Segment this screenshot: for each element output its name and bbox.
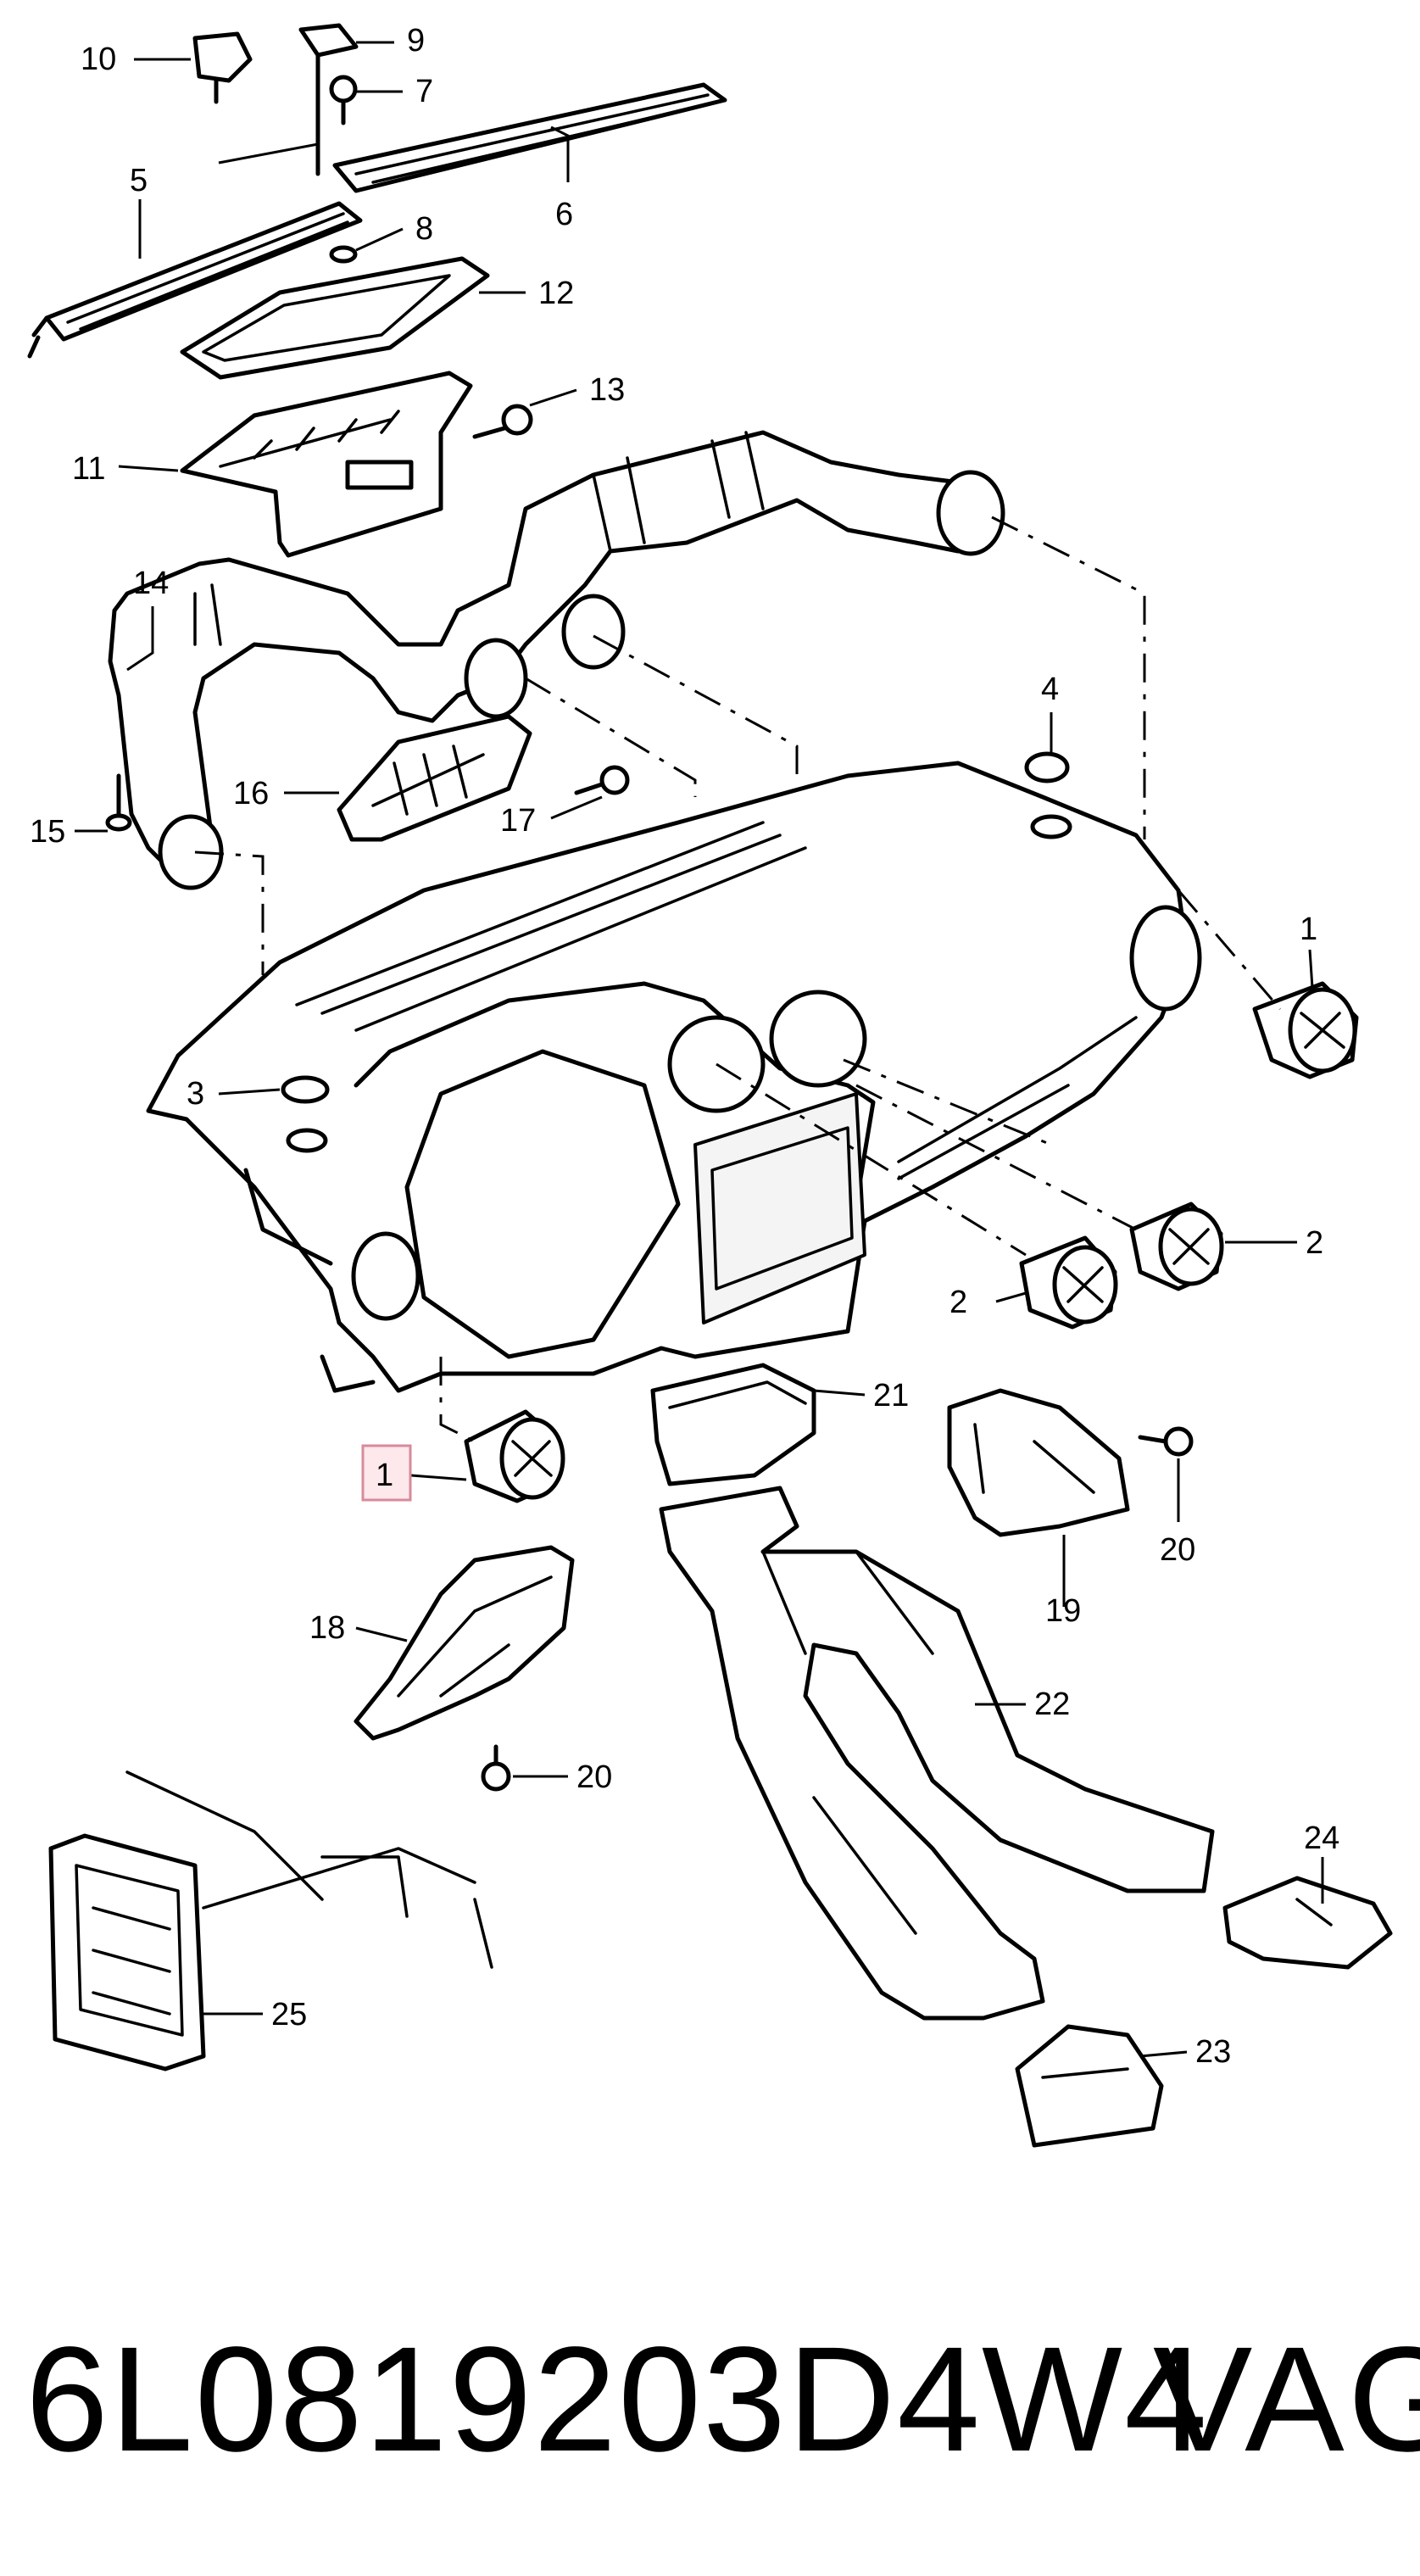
callout-1-highlighted: 1 [376, 1458, 393, 1493]
screw-part-7 [329, 75, 358, 125]
callout-16: 16 [233, 776, 269, 811]
callout-1-highlight-box [361, 1444, 412, 1502]
plug-part-4 [1024, 751, 1072, 839]
callout-2-left: 2 [949, 1285, 967, 1320]
round-vent-part-2-left [1019, 1235, 1118, 1330]
exploded-parts-diagram: 10 9 7 6 5 8 12 13 11 14 4 16 17 15 1 3 … [27, 23, 1393, 2148]
callout-8: 8 [415, 211, 433, 247]
side-vent-part-16 [337, 714, 532, 842]
callout-9: 9 [407, 23, 425, 59]
plug-part-3 [281, 1075, 330, 1153]
callout-22: 22 [1034, 1687, 1070, 1722]
callout-6: 6 [555, 197, 573, 232]
callout-17: 17 [500, 803, 536, 839]
callout-24: 24 [1304, 1820, 1339, 1856]
callout-7: 7 [415, 74, 433, 109]
round-vent-part-1-right [1252, 981, 1359, 1079]
callout-18: 18 [309, 1610, 345, 1646]
defroster-strip-left [27, 201, 363, 359]
callout-21: 21 [873, 1378, 909, 1413]
duct-part-19 [947, 1388, 1130, 1537]
clip-part-10 [192, 31, 253, 104]
duct-part-24 [1222, 1876, 1393, 1970]
air-duct-part-14 [108, 430, 1005, 890]
vent-surround-part-12 [180, 256, 490, 380]
callout-19: 19 [1045, 1593, 1081, 1629]
dashboard-body [146, 761, 1202, 1393]
callout-13: 13 [589, 372, 625, 408]
callout-23: 23 [1195, 2034, 1231, 2070]
callout-3: 3 [187, 1076, 204, 1112]
callout-12: 12 [538, 276, 574, 311]
vent-housing-part-25 [48, 1770, 493, 2071]
callout-2-right: 2 [1306, 1225, 1323, 1261]
callout-20-left: 20 [576, 1759, 612, 1795]
clip-part-9 [298, 23, 359, 176]
defroster-strip-long [332, 82, 727, 193]
screw-part-20-left [481, 1744, 511, 1792]
callout-14: 14 [133, 566, 169, 601]
part-number: 6L0819203D4W4 [25, 2317, 1209, 2483]
callout-15: 15 [30, 814, 65, 850]
duct-part-22 [659, 1486, 1215, 2021]
clip-part-8 [329, 245, 358, 264]
duct-part-18 [354, 1545, 575, 1741]
clip-part-15 [105, 773, 132, 832]
callout-25: 25 [271, 1997, 307, 2032]
duct-part-21 [650, 1363, 816, 1486]
callout-5: 5 [130, 163, 148, 198]
callout-20-right: 20 [1160, 1532, 1195, 1568]
round-vent-part-2-right [1129, 1202, 1224, 1291]
screw-part-20-right [1138, 1426, 1194, 1457]
screw-part-13 [472, 404, 533, 439]
round-vent-part-1-highlighted [464, 1409, 565, 1503]
callout-10: 10 [81, 42, 116, 77]
callout-1-right: 1 [1300, 912, 1317, 947]
duct-part-23 [1015, 2024, 1164, 2148]
brand-name: VAG [1153, 2317, 1420, 2483]
screw-part-17 [574, 765, 630, 795]
callout-4: 4 [1041, 672, 1059, 707]
callout-11: 11 [72, 451, 105, 487]
center-vent-part-11 [180, 371, 473, 558]
caption-bar: 6L0819203D4W4 VAG [0, 2315, 1420, 2484]
